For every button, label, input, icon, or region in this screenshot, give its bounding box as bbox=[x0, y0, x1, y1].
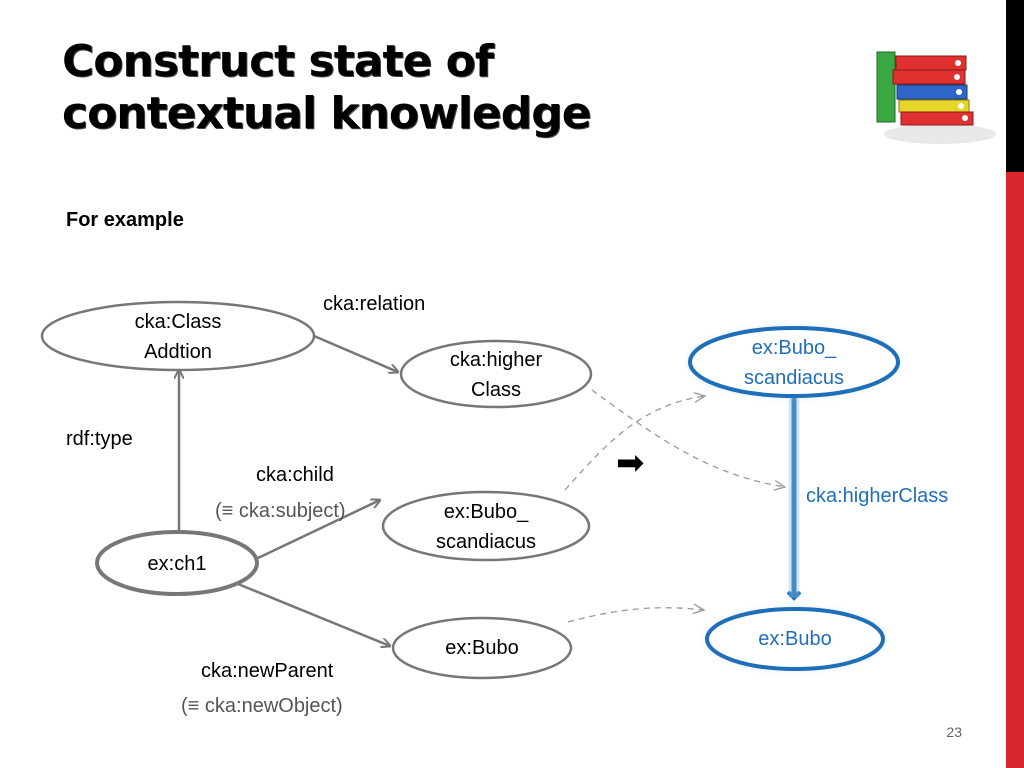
node-higher-class-line1: cka:higher bbox=[450, 349, 543, 371]
slide-title: Construct state of contextual knowledge bbox=[62, 36, 822, 140]
node-higher-class: cka:higher Class bbox=[399, 339, 593, 409]
node-bubo-scandiacus-line1: ex:Bubo_ bbox=[444, 501, 529, 523]
title-line-1: Construct state of bbox=[62, 36, 494, 87]
label-relation: cka:relation bbox=[323, 293, 425, 315]
node-bubo-scandiacus: ex:Bubo_ scandiacus bbox=[381, 490, 591, 562]
node-result-bubo: ex:Bubo bbox=[705, 607, 885, 671]
label-result-higher-class: cka:higherClass bbox=[806, 485, 948, 507]
binders-stack-icon bbox=[876, 51, 996, 144]
label-new-parent-equiv: (≡ cka:newObject) bbox=[181, 695, 343, 717]
mapping-arrow-object bbox=[567, 608, 704, 623]
mapping-arrow-relation bbox=[591, 389, 785, 487]
label-rdf-type: rdf:type bbox=[66, 428, 133, 450]
label-child-equiv: (≡ cka:subject) bbox=[215, 500, 346, 522]
node-class-addition: cka:Class Addtion bbox=[40, 300, 316, 372]
node-higher-class-line2: Class bbox=[471, 379, 521, 401]
subtitle: For example bbox=[66, 209, 184, 231]
node-result-bubo-scandiacus-line1: ex:Bubo_ bbox=[752, 337, 837, 359]
accent-bar-red bbox=[1006, 172, 1024, 768]
node-bubo-label: ex:Bubo bbox=[445, 637, 518, 659]
node-class-addition-line2: Addtion bbox=[144, 341, 212, 363]
edge-new-parent bbox=[237, 582, 390, 646]
title-line-2: contextual knowledge bbox=[62, 88, 592, 139]
node-bubo-scandiacus-line2: scandiacus bbox=[436, 531, 536, 553]
page-number: 23 bbox=[946, 724, 962, 740]
label-child: cka:child bbox=[256, 464, 334, 486]
edge-child bbox=[257, 500, 380, 560]
transform-arrow-icon: ➡ bbox=[616, 443, 645, 483]
node-result-bubo-label: ex:Bubo bbox=[758, 628, 831, 650]
node-result-bubo-scandiacus-line2: scandiacus bbox=[744, 367, 844, 389]
edge-relation bbox=[313, 334, 398, 372]
node-bubo: ex:Bubo bbox=[391, 616, 573, 680]
node-class-addition-line1: cka:Class bbox=[135, 311, 222, 333]
accent-bar-black bbox=[1006, 0, 1024, 172]
label-new-parent: cka:newParent bbox=[201, 660, 334, 682]
node-ch1: ex:ch1 bbox=[95, 530, 259, 596]
node-ch1-label: ex:ch1 bbox=[148, 553, 207, 575]
node-result-bubo-scandiacus: ex:Bubo_ scandiacus bbox=[688, 326, 900, 398]
